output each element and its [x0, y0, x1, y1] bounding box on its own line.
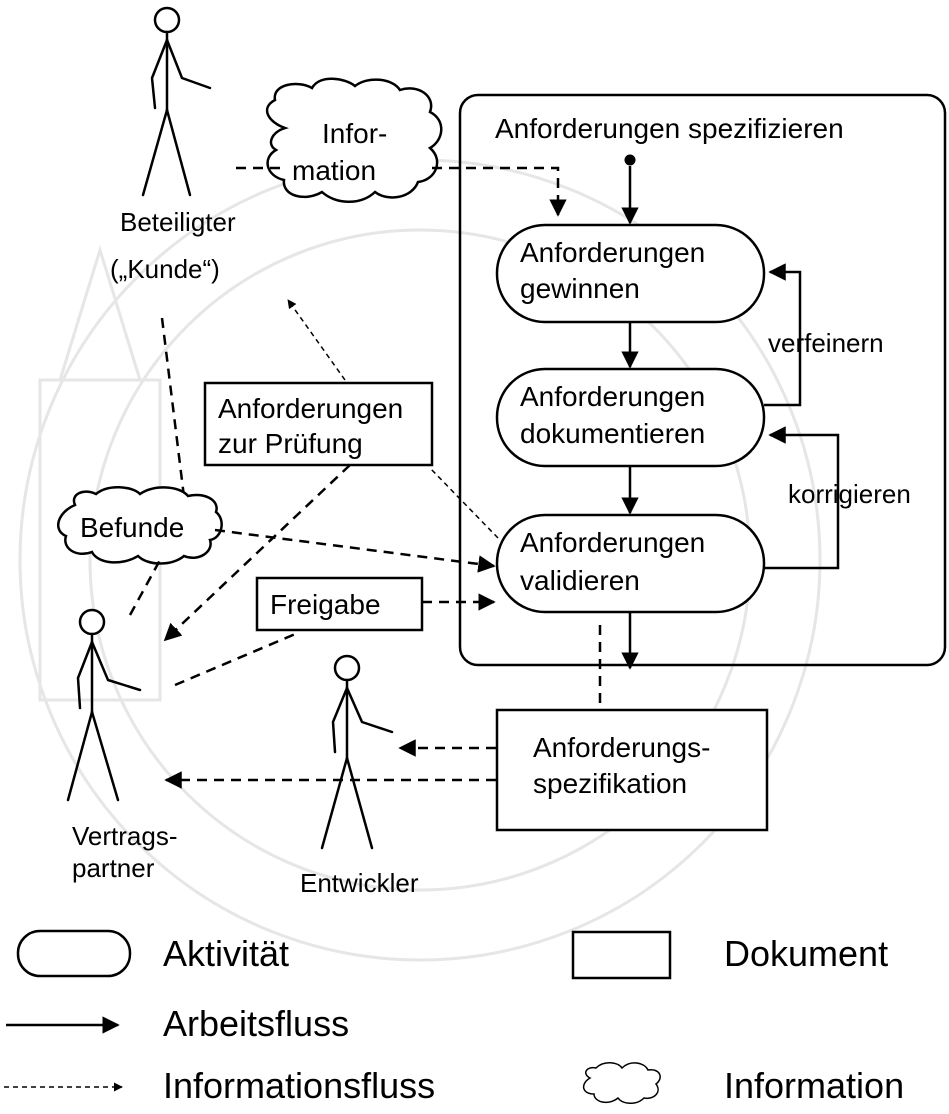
process-container	[458, 93, 947, 667]
actor-vertragspartner-line1: Vertrags-	[72, 821, 178, 851]
legend-informationsfluss: Informationsfluss	[163, 1065, 435, 1106]
infoflow-vertragspartner-freigabe	[174, 630, 301, 687]
infoflow-pruefung-beteiligter	[287, 299, 346, 381]
actor-vertragspartner-icon	[66, 608, 142, 802]
label-verfeinern: verfeinern	[768, 328, 884, 358]
actor-entwickler-icon	[320, 654, 394, 850]
befunde-label: Befunde	[80, 512, 184, 543]
information-cloud-line1: Infor-	[322, 118, 387, 149]
information-cloud	[265, 77, 443, 203]
activity-gewinnen-line2: gewinnen	[520, 273, 640, 304]
container-title: Anforderungen spezifizieren	[495, 113, 844, 144]
infoflow-befunde-validieren	[214, 528, 496, 573]
document-spezifikation-line2: spezifikation	[533, 768, 687, 799]
document-freigabe-label: Freigabe	[270, 589, 381, 620]
document-pruefung	[203, 381, 434, 467]
information-cloud-line2: mation	[292, 155, 376, 186]
loop-verfeinern	[764, 263, 802, 407]
document-freigabe	[255, 576, 424, 632]
legend-dokument: Dokument	[724, 933, 888, 974]
actor-beteiligter-name: Beteiligter	[120, 207, 236, 237]
legend-arbeitsfluss: Arbeitsfluss	[163, 1003, 349, 1044]
actor-beteiligter-role: („Kunde“)	[110, 254, 220, 284]
document-pruefung-line1: Anforderungen	[218, 393, 403, 424]
loop-korrigieren	[764, 426, 840, 570]
befunde-cloud	[56, 486, 223, 565]
document-pruefung-line2: zur Prüfung	[218, 428, 363, 459]
activity-validieren-line2: validieren	[520, 565, 640, 596]
document-spezifikation-line1: Anforderungs-	[533, 732, 710, 763]
infoflow-validieren-pruefung	[429, 467, 499, 539]
infoflow-cloud-gewinnen	[432, 166, 567, 217]
label-korrigieren: korrigieren	[788, 479, 911, 509]
start-node	[624, 154, 636, 166]
document-spezifikation	[495, 708, 769, 832]
legend-document-symbol	[571, 930, 672, 980]
activity-dokumentieren-line2: dokumentieren	[520, 418, 705, 449]
actor-beteiligter-icon	[141, 6, 212, 197]
legend: Aktivität Dokument Arbeitsfluss Informat…	[4, 929, 904, 1106]
legend-information-symbol	[582, 1062, 661, 1104]
legend-aktivitaet: Aktivität	[163, 933, 289, 974]
infoflow-pruefung-vertragspartner	[163, 464, 351, 642]
activity-validieren-line1: Anforderungen	[520, 527, 705, 558]
activity-dokumentieren-line1: Anforderungen	[520, 381, 705, 412]
legend-information: Information	[724, 1065, 904, 1106]
actor-entwickler-name: Entwickler	[300, 868, 419, 898]
legend-activity-symbol	[16, 929, 132, 978]
infoflow-beteiligter-befunde	[160, 317, 187, 506]
infoflow-vertragspartner-befunde	[128, 559, 162, 616]
actor-vertragspartner-line2: partner	[72, 853, 155, 883]
activity-gewinnen-line1: Anforderungen	[520, 237, 705, 268]
